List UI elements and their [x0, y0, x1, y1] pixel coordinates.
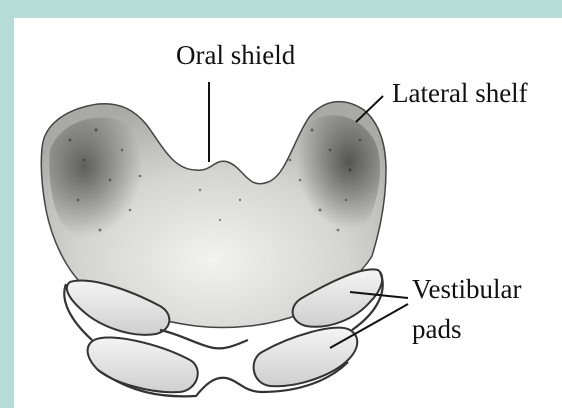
- vestibular-pad-lower-left: [88, 337, 198, 392]
- label-vestibular-line2: pads: [412, 314, 462, 344]
- label-vestibular-line1: Vestibular: [412, 274, 521, 304]
- vestibular-pad-lower-right: [254, 328, 358, 387]
- label-oral-shield: Oral shield: [176, 40, 295, 70]
- label-lateral-shelf: Lateral shelf: [392, 78, 528, 108]
